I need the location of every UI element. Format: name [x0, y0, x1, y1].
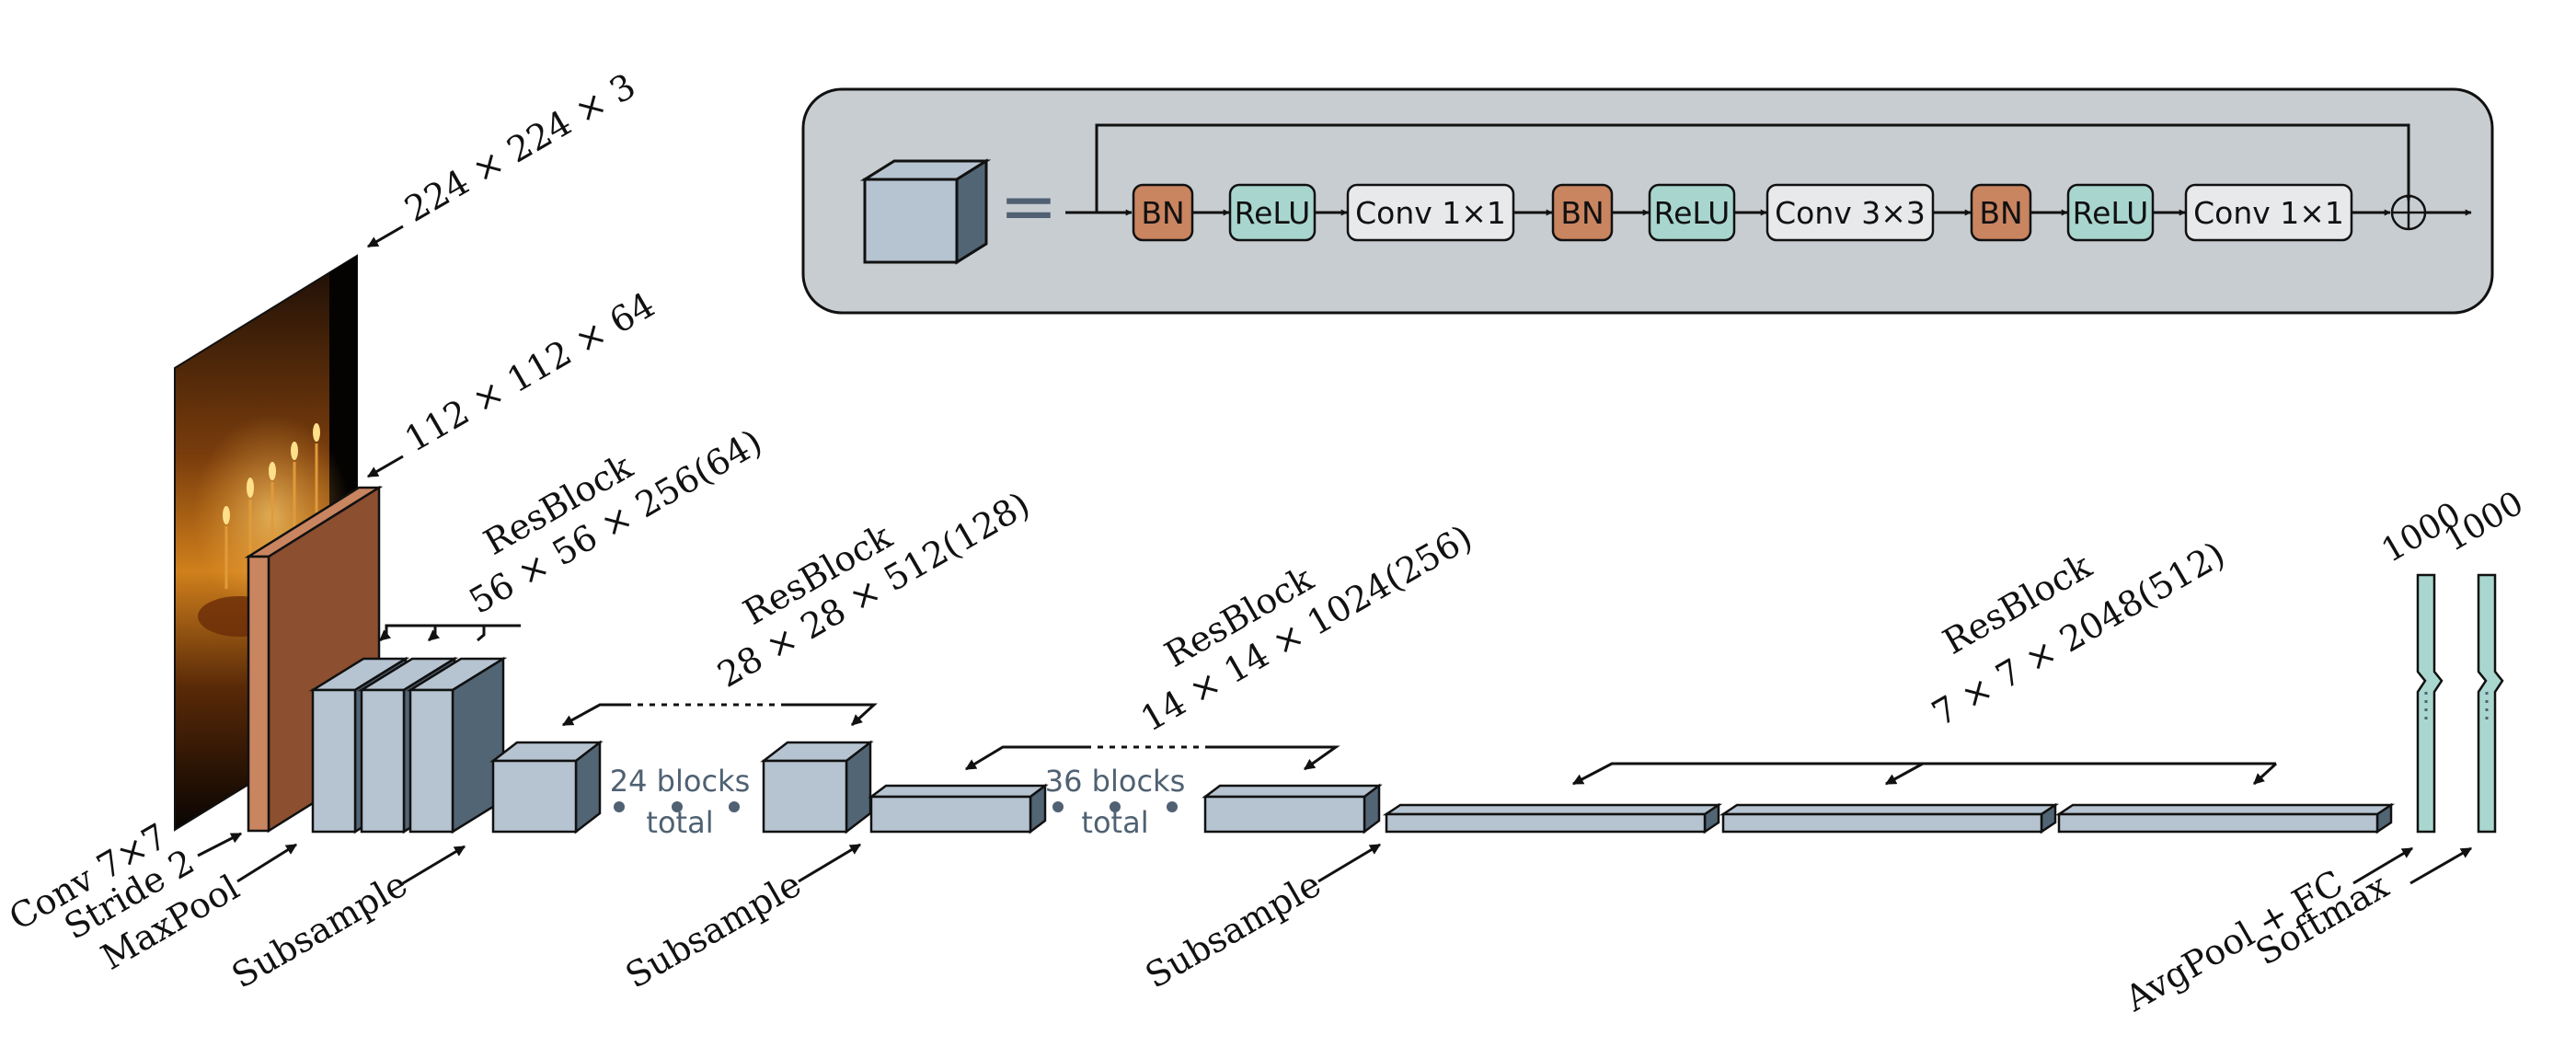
stage3-block	[1202, 783, 1383, 834]
repeat-dots-24	[614, 801, 740, 812]
fc-output-vector	[2416, 573, 2444, 834]
repeat-24-label: 24 blocks	[610, 764, 750, 799]
relu-label: ReLU	[1654, 195, 1731, 231]
subsample-pointer-3	[1317, 843, 1382, 883]
input-dims-label: 224 × 224 × 3	[398, 65, 643, 230]
softmax-pointer	[2409, 846, 2473, 885]
legend-relu-block-3: ReLU	[2066, 183, 2155, 242]
stage3-block	[868, 783, 1049, 834]
input-dims-pointer	[366, 224, 404, 248]
bn-label: BN	[1979, 195, 2022, 231]
stage3-skip-arrows	[964, 745, 1340, 771]
softmax-dims-label: 1000	[2438, 484, 2530, 558]
conv-dims-pointer	[366, 454, 404, 478]
legend-conv-block-2: Conv 3×3	[1765, 183, 1935, 242]
subsample-label-1: Subsample	[225, 864, 415, 996]
skip-connection-arrow	[1095, 123, 2412, 213]
legend-conv-block-3: Conv 1×1	[2184, 183, 2353, 242]
legend-bn-block-2: BN	[1551, 183, 1614, 242]
candle-flames	[223, 423, 320, 524]
addition-icon	[2390, 194, 2427, 231]
legend-relu-block-2: ReLU	[1648, 183, 1736, 242]
stage2-skip-arrows	[561, 703, 878, 727]
conv-op-pointer	[197, 832, 243, 857]
conv-label: Conv 1×1	[2193, 195, 2344, 231]
bn-label: BN	[1560, 195, 1604, 231]
stage2-block	[489, 740, 604, 834]
bn-label: BN	[1141, 195, 1184, 231]
relu-label: ReLU	[1235, 195, 1311, 231]
maxpool-pointer	[236, 843, 298, 883]
legend-bn-block-1: BN	[1132, 183, 1194, 242]
equals-sign: =	[999, 165, 1058, 247]
avgpool-fc-pointer	[2352, 846, 2414, 885]
subsample-label-3: Subsample	[1139, 864, 1328, 996]
stage4-block	[2054, 802, 2396, 834]
legend-relu-block-1: ReLU	[1228, 183, 1317, 242]
conv-label: Conv 3×3	[1775, 195, 1926, 231]
repeat-24-total: total	[646, 805, 713, 840]
conv-dims-label: 112 × 112 × 64	[398, 284, 662, 460]
stage1-skip-arrows	[379, 624, 521, 642]
conv-label: Conv 1×1	[1355, 195, 1506, 231]
repeat-36-label: 36 blocks	[1045, 764, 1185, 799]
legend-background	[801, 87, 2494, 315]
repeat-36-total: total	[1081, 805, 1148, 840]
stage1-block	[406, 656, 508, 834]
repeat-dots-36	[1052, 801, 1178, 812]
subsample-pointer-1	[402, 845, 466, 885]
resblock-legend-panel: = BN ReLU Conv 1×1 BN ReLU	[801, 87, 2494, 315]
stage4-skip-arrows	[1571, 762, 2278, 786]
resblock-cube-icon	[859, 158, 992, 265]
legend-bn-block-3: BN	[1970, 183, 2032, 242]
relu-label: ReLU	[2073, 195, 2149, 231]
subsample-label-2: Subsample	[619, 864, 809, 996]
stage4-block	[1719, 802, 2060, 834]
stage2-block	[760, 740, 874, 834]
softmax-output-vector	[2477, 573, 2504, 834]
legend-conv-block-1: Conv 1×1	[1346, 183, 1515, 242]
stage4-block	[1382, 802, 1723, 834]
subsample-pointer-2	[798, 843, 862, 883]
